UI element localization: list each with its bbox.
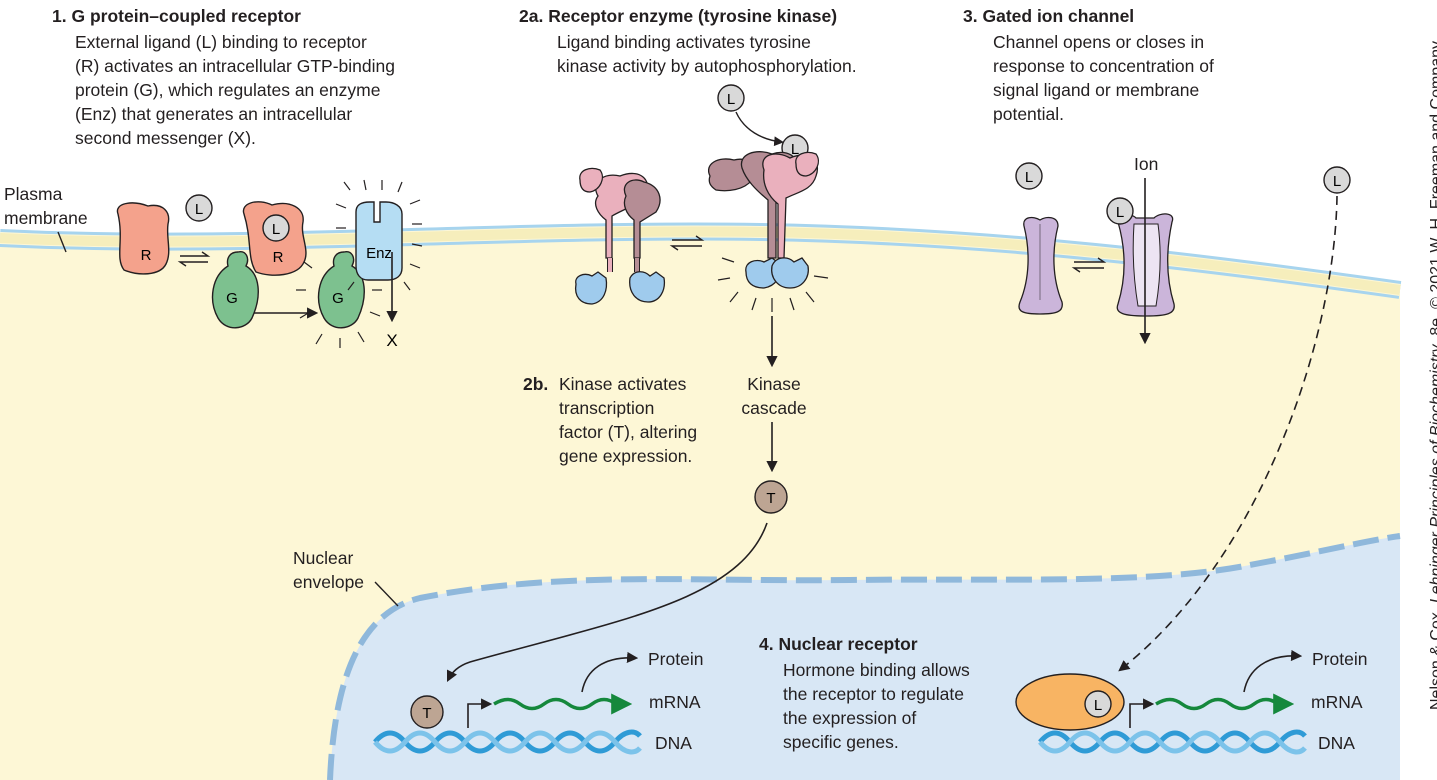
protein-label-right: Protein: [1312, 649, 1368, 669]
panel4-heading: 4. Nuclear receptor: [759, 632, 918, 656]
ligand-1-bound: L: [262, 214, 290, 242]
nuclear-envelope-label: Nuclear envelope: [293, 548, 365, 592]
panel2a-description: Ligand binding activates tyrosine kinase…: [557, 32, 857, 76]
credit-suffix: , 8e, © 2021 W. H. Freeman and Company: [1428, 40, 1437, 345]
panel1-description: External ligand (L) binding to receptor …: [75, 32, 395, 148]
dna-label-right: DNA: [1318, 733, 1355, 753]
panel3-number: 3.: [963, 6, 978, 26]
panel2b-description: Kinase activates transcription factor (T…: [559, 374, 698, 466]
dna-label-left: DNA: [655, 733, 692, 753]
panel3-graphic: L L: [1015, 162, 1175, 345]
ligand-letter: L: [1025, 169, 1033, 186]
mrna-label-right: mRNA: [1311, 692, 1363, 712]
transcription-factor-letter: T: [766, 490, 775, 507]
panel1-title: G protein–coupled receptor: [71, 6, 301, 26]
receptor-letter: R: [141, 247, 152, 264]
credit-prefix: Nelson & Cox,: [1428, 607, 1437, 710]
panel3-title: Gated ion channel: [982, 6, 1135, 26]
ligand-3-free: L: [1015, 162, 1043, 190]
receptor-letter: R: [273, 249, 284, 266]
g-protein-letter: G: [332, 290, 344, 307]
gene-expression-left: T: [373, 651, 642, 755]
mrna-strand-right: [1155, 693, 1295, 715]
panel3-heading: 3. Gated ion channel: [963, 4, 1134, 28]
second-messenger-letter: X: [386, 331, 397, 350]
transcription-factor-cytoplasm: T: [754, 480, 788, 514]
panel4-description: Hormone binding allows the receptor to r…: [783, 660, 970, 752]
ligand-letter: L: [727, 91, 735, 108]
ligand-2-free: L: [717, 84, 745, 112]
panel1-number: 1.: [52, 6, 67, 26]
nuclear-envelope: [327, 533, 1401, 780]
nucleus: [330, 536, 1400, 780]
copyright-credit: Nelson & Cox, Lehninger Principles of Bi…: [1404, 5, 1437, 775]
g-protein-letter: G: [226, 290, 238, 307]
g-protein-inactive: [211, 251, 259, 329]
panel2a-heading: 2a. Receptor enzyme (tyrosine kinase): [519, 4, 837, 28]
mrna-strand-left: [493, 693, 633, 715]
g-protein-active: [317, 251, 365, 329]
enzyme: [355, 201, 403, 281]
transcription-factor-nucleus: T: [410, 695, 444, 729]
receptor-r-free: [116, 202, 170, 275]
panel2b-number: 2b.: [523, 374, 549, 394]
panel2a-title: Receptor enzyme (tyrosine kinase): [548, 6, 838, 26]
dna-strand-b: [373, 730, 642, 755]
panel4-number: 4.: [759, 634, 774, 654]
credit-book-title: Lehninger Principles of Biochemistry: [1428, 344, 1437, 604]
kinase-cascade-label: Kinase cascade: [741, 374, 807, 418]
enzyme-letter: Enz: [366, 245, 392, 262]
panel1-heading: 1. G protein–coupled receptor: [52, 4, 301, 28]
ligand-letter: L: [791, 141, 799, 158]
ligand-letter: L: [1094, 697, 1102, 714]
mrna-label-left: mRNA: [649, 692, 701, 712]
gene-expression-right: [1038, 649, 1307, 755]
transcription-factor-letter: T: [422, 705, 431, 722]
ligand-letter: L: [1333, 173, 1341, 190]
ligand-4-free: L: [1323, 166, 1351, 194]
ligand-1-free: L: [185, 194, 213, 222]
panel4-graphic: L L: [1015, 166, 1351, 731]
panel1-graphic: L R R L G G Enz: [116, 179, 423, 350]
dna-strand-a: [373, 729, 642, 754]
panel4-title: Nuclear receptor: [778, 634, 918, 654]
ligand-letter: L: [195, 201, 203, 218]
ligand-4-bound: L: [1084, 690, 1112, 718]
panel2a-graphic: L L T: [446, 84, 829, 683]
ligand-letter: L: [1116, 204, 1124, 221]
protein-label-left: Protein: [648, 649, 704, 669]
panel2a-number: 2a.: [519, 6, 544, 26]
panel2b-heading: 2b.: [523, 372, 548, 396]
ion-channel-closed: [1018, 216, 1063, 315]
plasma-membrane-label: Plasma membrane: [4, 184, 88, 228]
panel3-description: Channel opens or closes in response to c…: [993, 32, 1214, 124]
ligand-3-bound: L: [1106, 197, 1134, 225]
ion-label: Ion: [1134, 154, 1159, 174]
ligand-letter: L: [272, 221, 280, 238]
